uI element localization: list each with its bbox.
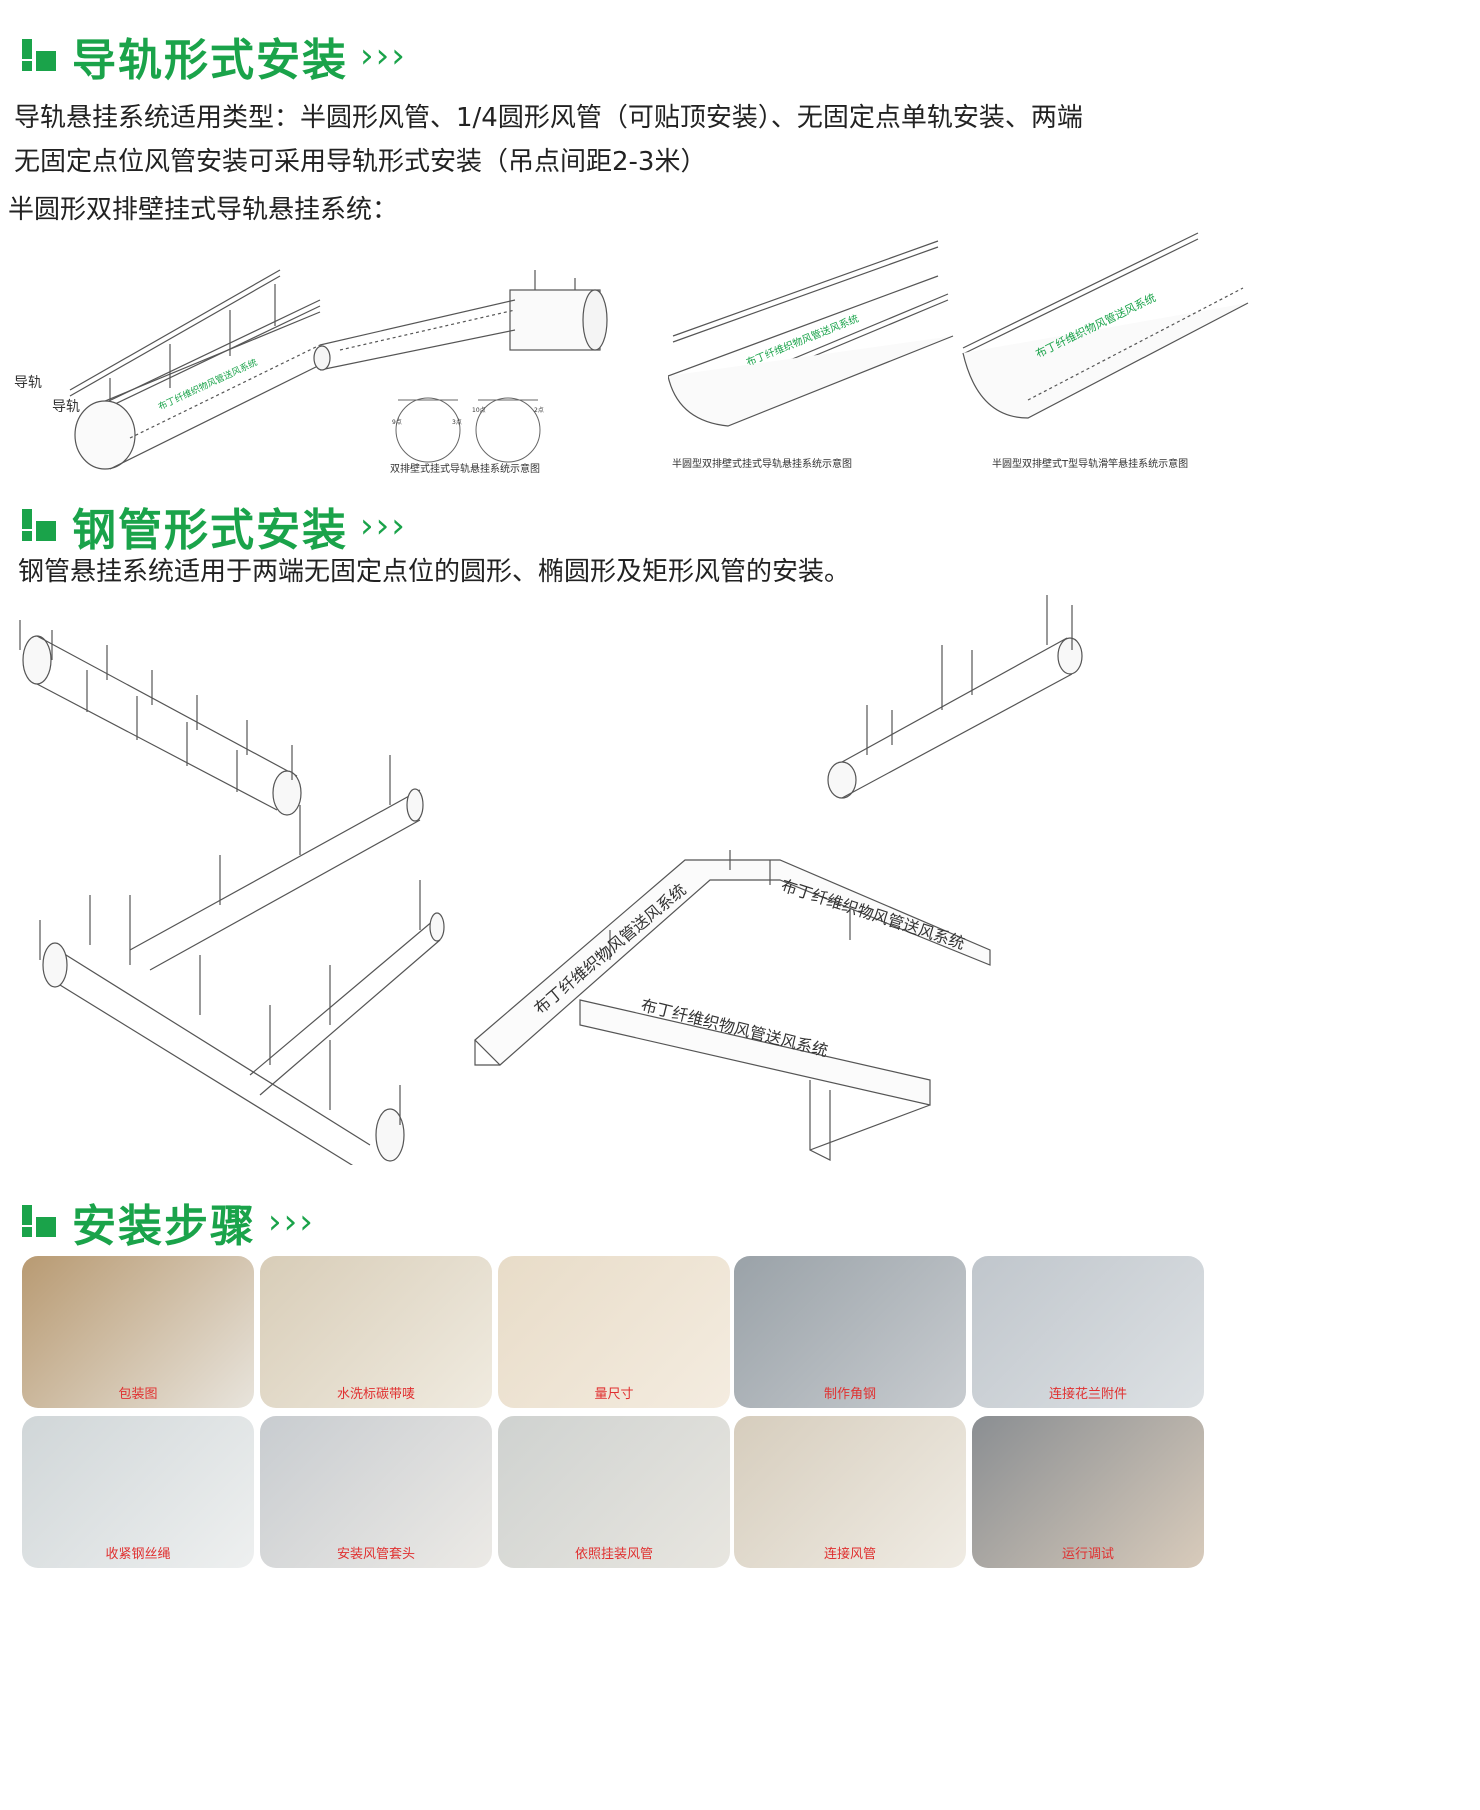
rail-description-line-1: 导轨悬挂系统适用类型：半圆形风管、1/4圆形风管（可贴顶安装）、无固定点单轨安装… bbox=[14, 103, 1083, 133]
step-label: 水洗标碳带唛 bbox=[336, 1387, 415, 1402]
pipe-description: 钢管悬挂系统适用于两端无固定点位的圆形、椭圆形及矩形风管的安装。 bbox=[18, 557, 851, 587]
circle-label: 3点 bbox=[452, 418, 462, 426]
step-label: 连接风管 bbox=[823, 1547, 876, 1562]
step-label: 连接花兰附件 bbox=[1048, 1387, 1127, 1402]
pipe-diagram-tee bbox=[39, 755, 445, 1165]
section-header-rail: 导轨形式安装 ››› bbox=[22, 24, 407, 88]
pipe-diagram-straight-1 bbox=[19, 620, 302, 816]
rectangular-duct-diagram: 布丁纤维织物风管送风系统 布丁纤维织物风管送风系统 布丁纤维织物风管送风系统 bbox=[474, 850, 991, 1161]
rail-label-2: 导轨 bbox=[52, 399, 80, 415]
step-label: 依照挂装风管 bbox=[574, 1547, 653, 1562]
section-square-icon bbox=[22, 1205, 58, 1239]
rail-caption-3: 半圆型双排壁式T型导轨滑竿悬挂系统示意图 bbox=[992, 459, 1189, 470]
step-photo: 依照挂装风管 bbox=[498, 1416, 730, 1568]
section-header-steps: 安装步骤 ››› bbox=[22, 1190, 315, 1254]
section-header-pipe: 钢管形式安装 ››› bbox=[22, 494, 407, 558]
rail-caption-1: 双排壁式挂式导轨悬挂系统示意图 bbox=[390, 464, 540, 475]
step-label: 量尺寸 bbox=[594, 1387, 634, 1402]
section-title: 钢管形式安装 bbox=[72, 505, 348, 556]
step-photo: 水洗标碳带唛 bbox=[260, 1256, 492, 1408]
rail-diagram-3: 布丁纤维织物风管送风系统 bbox=[668, 240, 954, 427]
circle-label: 2点 bbox=[534, 406, 544, 414]
circle-label: 10点 bbox=[472, 406, 486, 414]
chevrons-icon: ››› bbox=[268, 1202, 315, 1242]
step-label: 安装风管套头 bbox=[336, 1547, 415, 1562]
section-square-icon bbox=[22, 39, 58, 73]
step-label: 制作角钢 bbox=[823, 1387, 876, 1402]
brand-text: 布丁纤维织物风管送风系统 bbox=[530, 880, 689, 1018]
section-title: 安装步骤 bbox=[72, 1201, 256, 1252]
circle-label: 9点 bbox=[392, 418, 402, 426]
section-title: 导轨形式安装 bbox=[72, 35, 348, 86]
rail-caption-2: 半圆型双排壁式挂式导轨悬挂系统示意图 bbox=[672, 459, 852, 470]
rail-label-1: 导轨 bbox=[14, 375, 42, 391]
step-photo: 安装风管套头 bbox=[260, 1416, 492, 1568]
chevrons-icon: ››› bbox=[360, 506, 407, 546]
rail-diagram-1: 布丁纤维织物风管送风系统 bbox=[69, 269, 331, 470]
chevrons-icon: ››› bbox=[360, 36, 407, 76]
brand-text: 布丁纤维织物风管送风系统 bbox=[779, 876, 967, 953]
step-label: 包装图 bbox=[118, 1387, 158, 1402]
brand-text-small: 布丁纤维织物风管送风系统 bbox=[156, 356, 259, 413]
step-photo: 量尺寸 bbox=[498, 1256, 730, 1408]
rail-subtitle: 半圆形双排壁挂式导轨悬挂系统： bbox=[8, 195, 399, 225]
step-label: 运行调试 bbox=[1061, 1547, 1114, 1562]
rail-description-line-2: 无固定点位风管安装可采用导轨形式安装（吊点间距2-3米） bbox=[14, 147, 707, 177]
pipe-diagram-straight-2 bbox=[827, 595, 1083, 799]
rail-diagram-4: 布丁纤维织物风管送风系统 bbox=[962, 232, 1249, 419]
step-photo: 连接花兰附件 bbox=[972, 1256, 1204, 1408]
step-photo: 包装图 bbox=[22, 1256, 254, 1408]
step-label: 收紧钢丝绳 bbox=[105, 1547, 171, 1562]
rail-section-circles: 9点 3点 10点 2点 bbox=[392, 397, 544, 463]
rail-diagram-2 bbox=[313, 270, 608, 371]
step-photo: 运行调试 bbox=[972, 1416, 1204, 1568]
section-square-icon bbox=[22, 509, 58, 543]
step-photo: 收紧钢丝绳 bbox=[22, 1416, 254, 1568]
step-photo: 连接风管 bbox=[734, 1416, 966, 1568]
step-photo: 制作角钢 bbox=[734, 1256, 966, 1408]
